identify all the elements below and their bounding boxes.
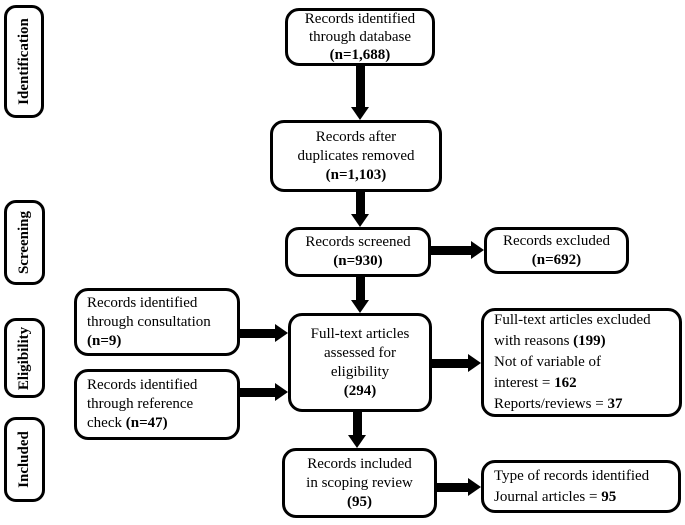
box-count: (n=1,688) bbox=[329, 47, 391, 63]
phase-box-identification: Identification bbox=[4, 5, 44, 118]
box-record-type: Type of records identified Journal artic… bbox=[481, 460, 681, 513]
box-text-line: Not of variable of bbox=[494, 354, 602, 370]
box-text-line: Journal articles = 95 bbox=[494, 487, 616, 508]
box-scoping-review: Records included in scoping review (95) bbox=[282, 448, 437, 518]
arrow-head bbox=[351, 107, 369, 120]
box-count: (n=692) bbox=[531, 251, 582, 268]
box-text-line: with reasons (199) bbox=[494, 331, 606, 352]
box-text-segment: Journal articles = bbox=[494, 488, 602, 505]
arrow-shaft bbox=[355, 192, 365, 214]
arrow-shaft bbox=[355, 66, 365, 107]
arrow-consultation-to-fulltext bbox=[240, 324, 288, 342]
phase-label-identification: Identification bbox=[15, 18, 32, 105]
box-count: 95 bbox=[601, 488, 617, 505]
box-text-line: Records identified bbox=[87, 377, 198, 393]
arrow-shaft bbox=[240, 387, 275, 397]
arrow-fulltext-to-included bbox=[348, 412, 366, 448]
box-text-line: through consultation bbox=[87, 313, 211, 330]
box-text-line: Records included bbox=[307, 455, 412, 472]
box-text-segment: check bbox=[87, 415, 126, 431]
box-text-segment: Reports/reviews = bbox=[494, 396, 608, 412]
box-text-line: Records after bbox=[315, 128, 397, 145]
box-text-line: Full-text articles excluded bbox=[494, 312, 651, 328]
box-text-line: Records screened bbox=[305, 234, 411, 250]
box-records-excluded: Records excluded (n=692) bbox=[484, 227, 629, 274]
arrow-reference-to-fulltext bbox=[240, 383, 288, 401]
phase-label-screening: Screening bbox=[16, 210, 32, 275]
box-text-line: check (n=47) bbox=[87, 414, 168, 433]
arrow-shaft bbox=[432, 358, 468, 368]
arrow-shaft bbox=[355, 277, 365, 300]
box-text-line: Records excluded bbox=[502, 232, 611, 249]
box-text-line: interest = 162 bbox=[494, 373, 577, 394]
arrow-screened-to-fulltext bbox=[351, 277, 369, 313]
box-text-line: eligibility bbox=[330, 363, 390, 380]
arrow-shaft bbox=[437, 482, 468, 492]
box-count: (n=9) bbox=[87, 332, 122, 349]
box-text-line: through database bbox=[308, 29, 412, 45]
box-text-line: Type of records identified bbox=[494, 467, 650, 484]
box-records-screened: Records screened (n=930) bbox=[285, 227, 431, 277]
phase-box-screening: Screening bbox=[4, 200, 45, 285]
arrow-head bbox=[351, 214, 369, 227]
box-text-line: through reference bbox=[87, 396, 194, 412]
arrow-head bbox=[275, 324, 288, 342]
box-fulltext-assessed: Full-text articles assessed for eligibil… bbox=[288, 313, 432, 412]
arrow-screened-to-excluded bbox=[431, 241, 484, 259]
box-records-database: Records identified through database (n=1… bbox=[285, 8, 435, 66]
arrow-shaft bbox=[240, 328, 275, 338]
box-text-line: Full-text articles bbox=[310, 325, 410, 342]
box-count: (n=47) bbox=[125, 415, 168, 431]
box-count: (n=930) bbox=[333, 253, 383, 269]
arrow-database-to-duplicates bbox=[351, 66, 369, 120]
box-count: (199) bbox=[573, 333, 606, 349]
box-count: 37 bbox=[607, 396, 623, 412]
phase-box-eligibility: Eligibility bbox=[4, 318, 45, 398]
box-text-line: Reports/reviews = 37 bbox=[494, 394, 622, 415]
box-text-segment: with reasons bbox=[494, 333, 574, 349]
box-text-line: in scoping review bbox=[306, 474, 413, 491]
box-text-line: Records identified bbox=[304, 11, 416, 27]
phase-box-included: Included bbox=[4, 417, 45, 502]
box-consultation: Records identified through consultation … bbox=[74, 288, 240, 356]
box-reference-check: Records identified through reference che… bbox=[74, 369, 240, 440]
box-duplicates-removed: Records after duplicates removed (n=1,10… bbox=[270, 120, 442, 192]
arrow-head bbox=[468, 478, 481, 496]
arrow-head bbox=[351, 300, 369, 313]
arrow-fulltext-to-fulltext-excluded bbox=[432, 354, 481, 372]
arrow-duplicates-to-screened bbox=[351, 192, 369, 227]
arrow-shaft bbox=[431, 245, 471, 255]
box-count: (n=1,103) bbox=[325, 166, 387, 183]
phase-label-included: Included bbox=[16, 431, 33, 488]
arrow-shaft bbox=[352, 412, 362, 435]
arrow-included-to-record-type bbox=[437, 478, 481, 496]
box-text-line: assessed for bbox=[323, 344, 397, 361]
box-text-segment: interest = bbox=[494, 375, 555, 391]
box-count: (95) bbox=[347, 493, 372, 510]
box-text-line: Records identified bbox=[87, 294, 198, 311]
arrow-head bbox=[348, 435, 366, 448]
arrow-head bbox=[471, 241, 484, 259]
arrow-head bbox=[275, 383, 288, 401]
phase-label-eligibility: Eligibility bbox=[16, 326, 33, 390]
box-count: (294) bbox=[343, 382, 377, 399]
box-fulltext-excluded: Full-text articles excluded with reasons… bbox=[481, 308, 682, 417]
arrow-head bbox=[468, 354, 481, 372]
box-count: 162 bbox=[554, 375, 577, 391]
box-text-line: duplicates removed bbox=[297, 147, 415, 164]
